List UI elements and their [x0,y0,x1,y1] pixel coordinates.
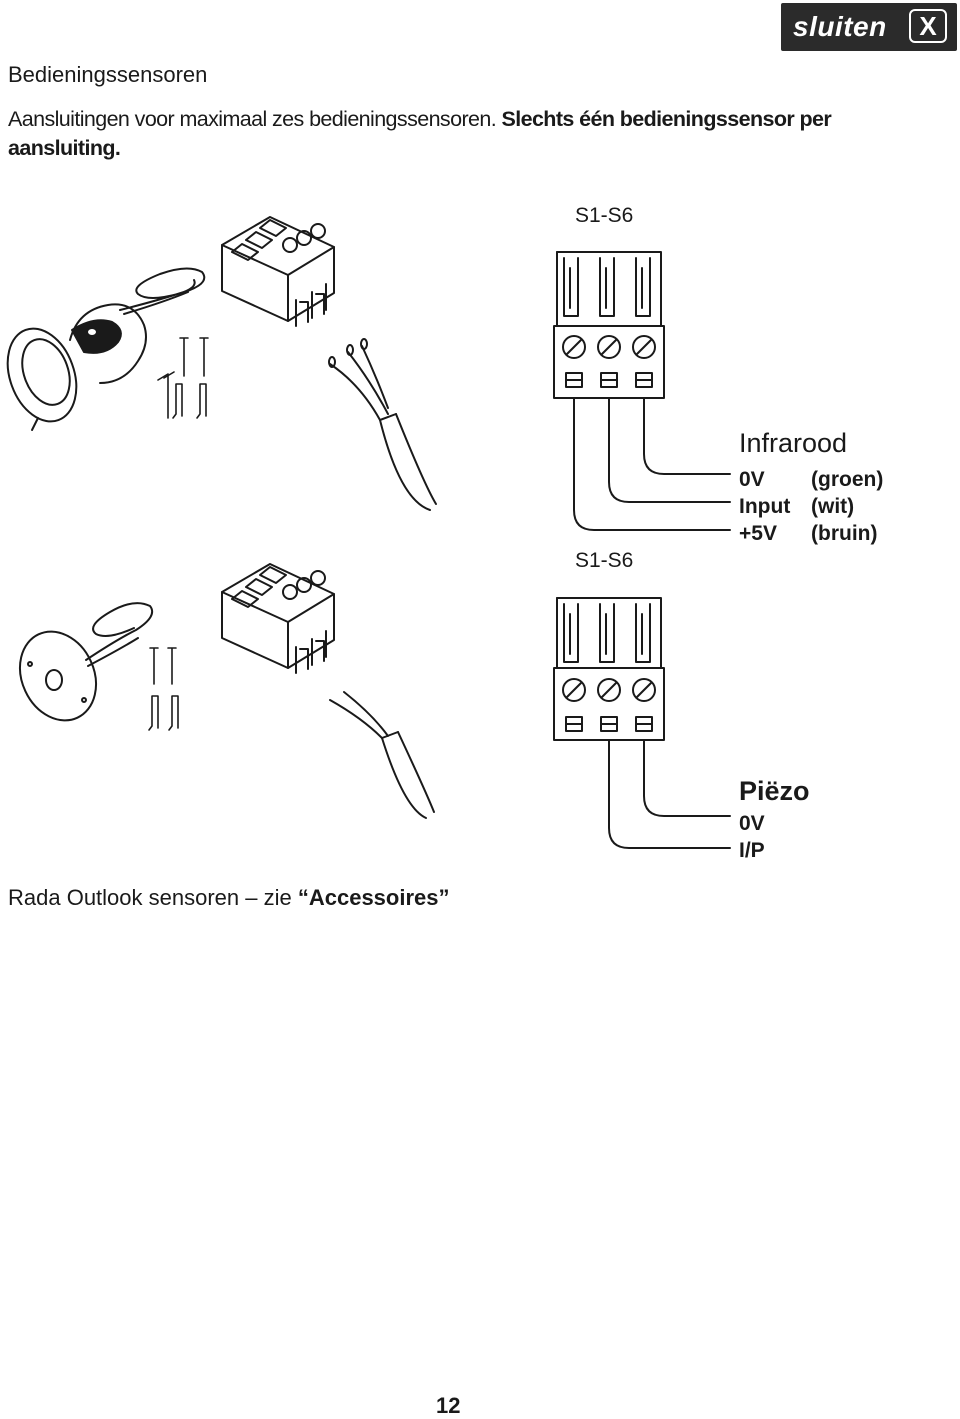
connector-label-bottom: S1-S6 [575,549,634,572]
screws-icon [157,337,209,419]
piezo-title: Piëzo [739,776,810,806]
piezo-sensor-icon [19,602,154,722]
two-wire-cable-icon [329,691,435,819]
accessories-note-text: Rada Outlook sensoren – zie [8,885,298,910]
infrared-title: Infrarood [739,428,848,458]
intro-bold: Slechts één bedieningssensor per aanslui… [8,107,832,160]
connector-diagram-bottom [553,597,731,849]
connector-diagram-top [553,251,731,531]
piezo-row: I/P [739,839,765,862]
accessories-note: Rada Outlook sensoren – zie “Accessoires… [8,885,450,911]
page-title: Bedieningssensoren [8,62,208,87]
intro-normal: Aansluitingen voor maximaal zes bedienin… [8,107,502,131]
terminal-block-icon [221,216,335,327]
close-icon: X [909,9,947,43]
infrared-row: 0V(groen) [739,468,884,491]
three-wire-cable-icon [328,338,437,511]
infrared-legend: 0V(groen) Input(wit) +5V(bruin) [739,466,883,547]
screws-icon [148,647,179,731]
connector-label-top: S1-S6 [575,204,634,227]
accessories-link[interactable]: “Accessoires” [297,885,450,910]
piezo-row: 0V [739,812,765,835]
terminal-block-icon [221,563,335,674]
infrared-row: +5V(bruin) [739,522,878,545]
infrared-sensor-icon [6,267,206,431]
page-number: 12 [436,1393,461,1418]
infrared-row: Input(wit) [739,495,855,518]
close-button[interactable]: sluiten X [781,3,957,51]
close-button-label: sluiten [793,11,887,42]
intro-text: Aansluitingen voor maximaal zes bedienin… [8,105,938,163]
piezo-legend: 0V I/P [739,810,765,864]
